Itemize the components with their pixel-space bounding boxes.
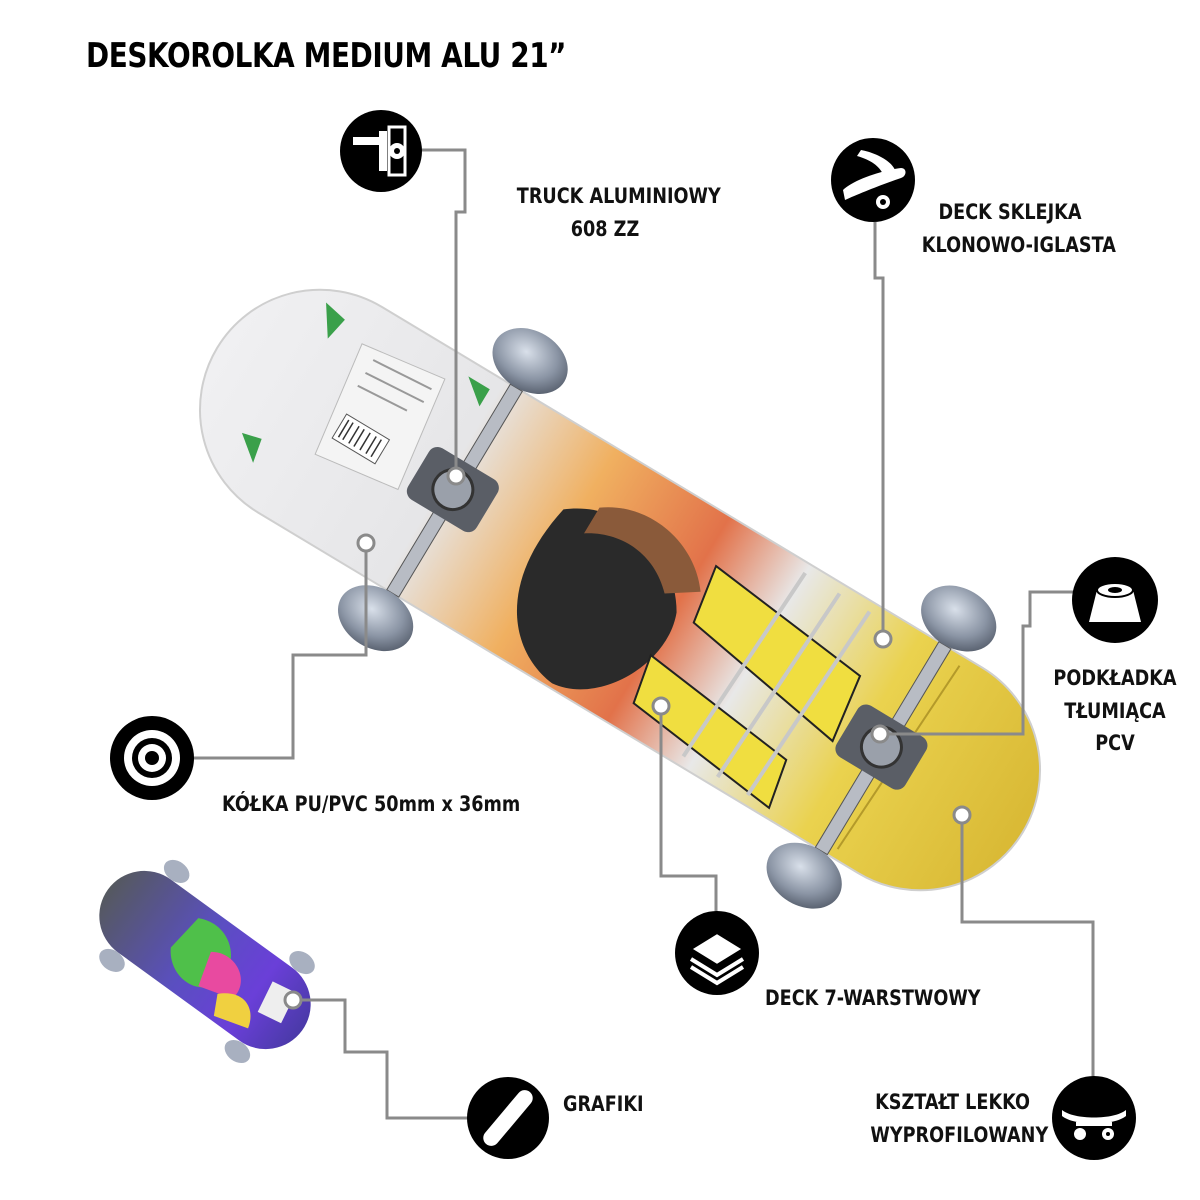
connector-lines [193, 148, 1095, 1120]
rear-truck [766, 585, 997, 909]
wheels-label: KÓŁKA PU/PVC 50mm x 36mm [222, 792, 521, 816]
main-skateboard [198, 288, 1042, 909]
layers-label: DECK 7-WARSTWOWY [765, 986, 981, 1010]
shape-label: KSZTAŁT LEKKO WYPROFILOWANY [870, 1090, 1049, 1147]
front-truck [337, 328, 568, 652]
page-title: DESKOROLKA MEDIUM ALU 21” [86, 36, 567, 76]
skateboard-icon [467, 1077, 549, 1159]
truck-label: TRUCK ALUMINIOWY 608 ZZ [516, 184, 721, 241]
graphics-label: GRAFIKI [563, 1092, 644, 1116]
anchor-dots [283, 466, 972, 1010]
layers-icon [675, 911, 759, 995]
secondary-skateboard [99, 859, 315, 1064]
wheel-icon [110, 716, 194, 800]
deck-material-label: DECK SKLEJKA KLONOWO-IGLASTA [921, 200, 1116, 257]
concave-deck-icon [1052, 1076, 1136, 1160]
deck-roll-icon [831, 138, 915, 222]
bushing-icon [1072, 557, 1158, 643]
truck-icon [340, 110, 422, 192]
bushing-label: PODKŁADKA TŁUMIĄCA PCV [1053, 666, 1177, 756]
